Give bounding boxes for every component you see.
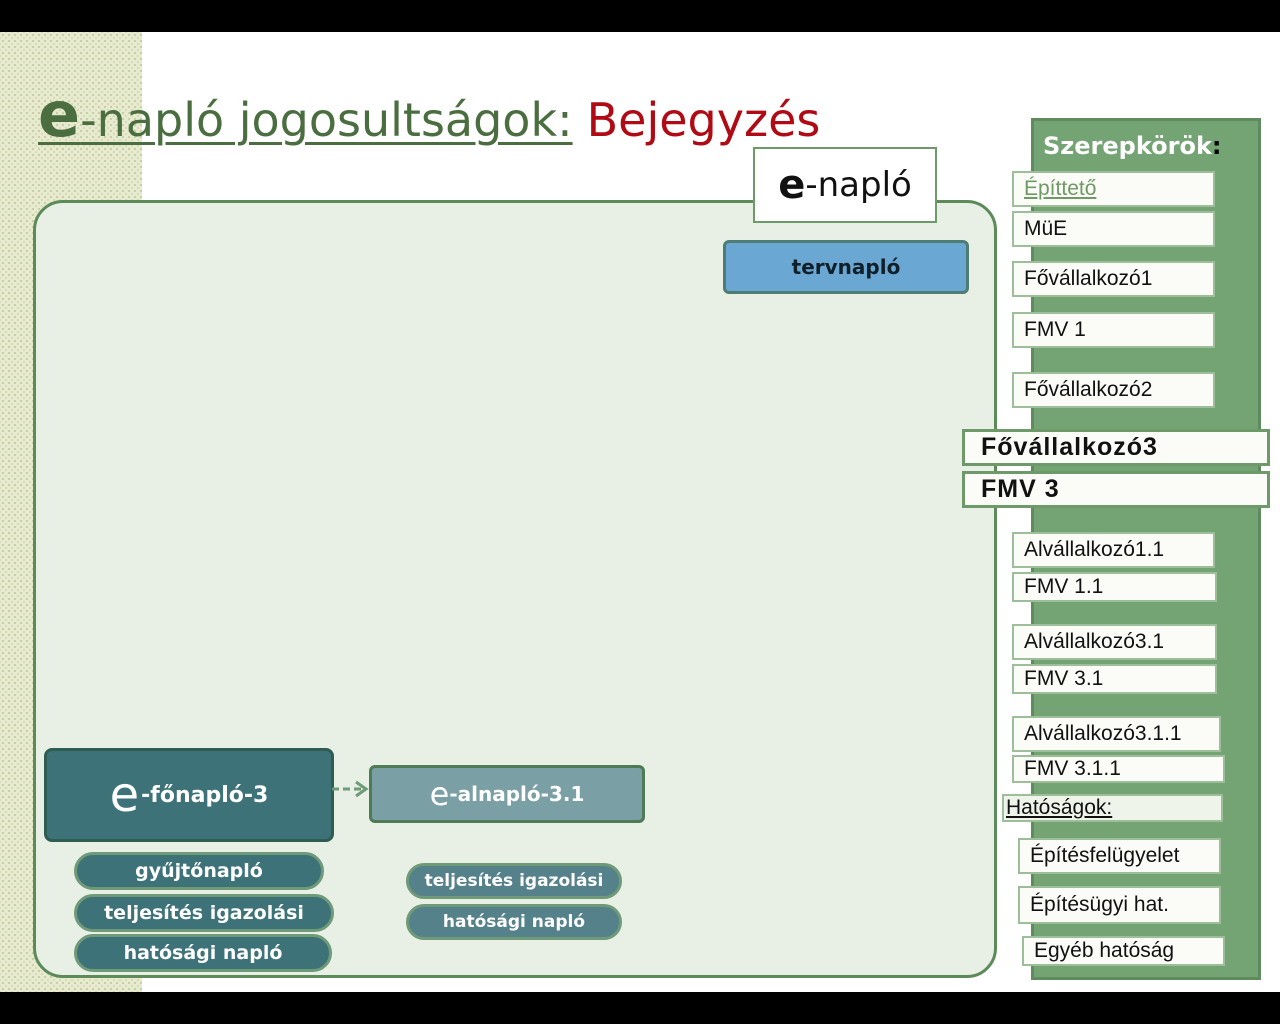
title-underlined-part: e-napló jogosultságok: (38, 84, 573, 147)
fonaplo-e-letter: e (109, 767, 140, 823)
roles-heading-colon: : (1211, 132, 1222, 160)
role-alvallalkozo1-1: Alvállalkozó1.1 (1012, 532, 1215, 568)
role-epitteto: Építtető (1012, 171, 1215, 207)
role-alvallalkozo3-1-1: Alvállalkozó3.1.1 (1012, 716, 1221, 752)
title-highlight: Bejegyzés (586, 93, 821, 147)
role-fovallalkozo3: Fővállalkozó3 (962, 429, 1270, 466)
role-fmv-3-1: FMV 3.1 (1012, 664, 1217, 694)
fonaplo-box: e-főnapló-3 (44, 748, 334, 842)
enaplo-e-letter: e (778, 162, 806, 208)
tervnaplo-box: tervnapló (723, 240, 969, 294)
roles-heading-text: Szerepkörök (1043, 132, 1212, 160)
authority-epitesugyi-hat: Építésügyi hat. (1018, 886, 1221, 924)
alnaplo-e-letter: e (429, 775, 450, 813)
role-mue: MüE (1012, 211, 1215, 247)
slide: e-napló jogosultságok:Bejegyzés e-napló … (0, 32, 1280, 992)
title-text: -napló jogosultságok: (80, 93, 573, 147)
enaplo-label: e-napló (753, 147, 937, 223)
slide-title: e-napló jogosultságok:Bejegyzés (38, 84, 820, 146)
enaplo-text: -napló (805, 165, 912, 205)
pill-gyujtonaplo: gyűjtőnapló (74, 852, 324, 890)
sub-pill-hatosagi-naplo: hatósági napló (406, 904, 622, 940)
title-e-letter: e (38, 78, 81, 151)
role-fovallalkozo1: Fővállalkozó1 (1012, 261, 1215, 297)
role-fmv-1-1: FMV 1.1 (1012, 572, 1217, 602)
pill-hatosagi-naplo: hatósági napló (74, 934, 332, 972)
dashed-arrow (332, 780, 369, 798)
roles-heading: Szerepkörök: (1043, 132, 1222, 160)
role-alvallalkozo3-1: Alvállalkozó3.1 (1012, 624, 1217, 660)
fonaplo-text: -főnapló-3 (141, 782, 269, 808)
role-fmv-3: FMV 3 (962, 471, 1270, 508)
alnaplo-box: e-alnapló-3.1 (369, 765, 645, 823)
authority-egyeb-hatosag: Egyéb hatóság (1022, 936, 1225, 966)
pill-teljesites-igazolasi: teljesítés igazolási (74, 894, 334, 932)
role-fmv-3-1-1: FMV 3.1.1 (1012, 755, 1225, 783)
alnaplo-text: -alnapló-3.1 (449, 782, 585, 806)
sub-pill-teljesites-igazolasi: teljesítés igazolási (406, 863, 622, 899)
authority-epitesfelugyelet: Építésfelügyelet (1018, 838, 1221, 874)
authorities-label: Hatóságok: (1002, 794, 1223, 822)
role-fmv-1: FMV 1 (1012, 312, 1215, 348)
role-fovallalkozo2: Fővállalkozó2 (1012, 372, 1215, 408)
diagram-container (33, 200, 997, 978)
